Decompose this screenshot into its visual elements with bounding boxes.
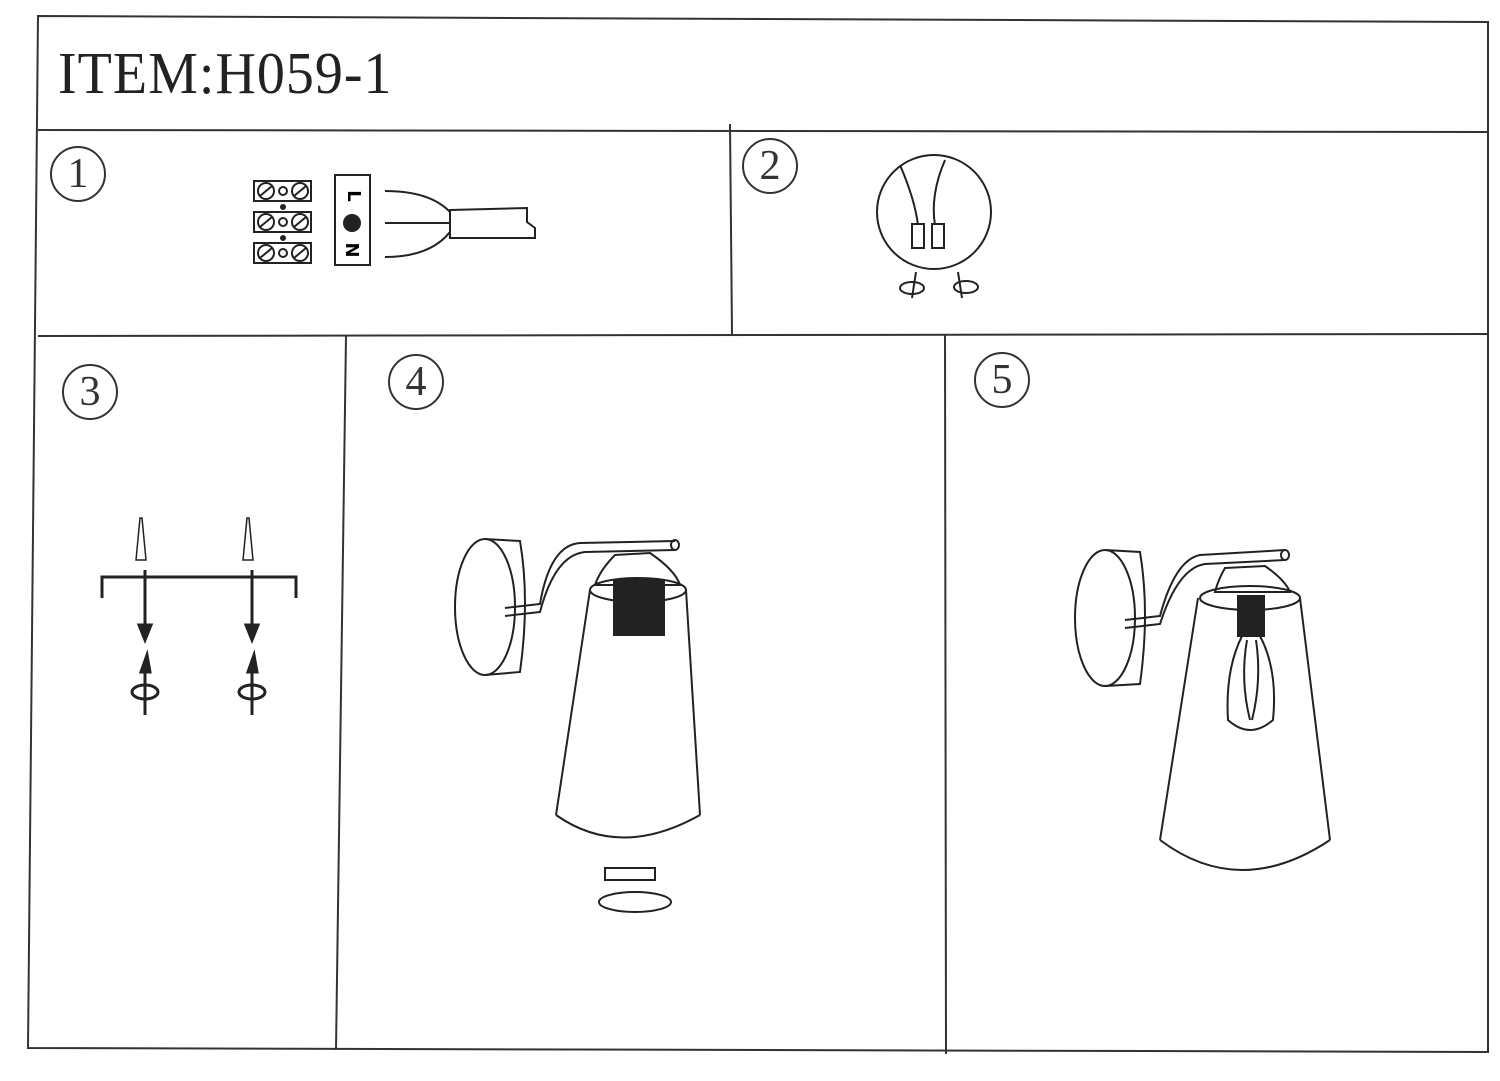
item-title: ITEM:H059-1 xyxy=(58,41,393,107)
lamp-assembly-illustration xyxy=(454,538,701,913)
lamp-with-bulb-illustration xyxy=(1074,549,1331,871)
earth-symbol-icon xyxy=(343,214,361,232)
step-number-3: 3 xyxy=(62,364,118,420)
panel-grid xyxy=(26,14,1489,1055)
mounting-bracket-illustration xyxy=(100,516,298,717)
step-number-5: 5 xyxy=(974,352,1030,408)
terminal-block-illustration xyxy=(253,174,536,266)
wire-connector-illustration xyxy=(876,154,992,299)
step-number-4: 4 xyxy=(388,354,444,410)
terminal-label-neutral: N xyxy=(341,242,362,257)
step-number-1: 1 xyxy=(50,146,106,202)
step-number-2: 2 xyxy=(742,138,798,194)
terminal-label-live: L xyxy=(343,190,364,201)
